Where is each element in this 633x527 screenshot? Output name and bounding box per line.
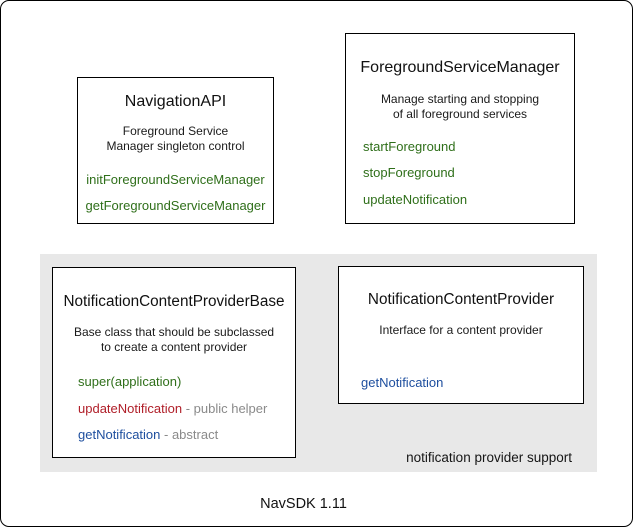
sdk-version-label: NavSDK 1.11 bbox=[260, 496, 347, 512]
method-label: getNotification bbox=[78, 427, 161, 442]
box-title: ForegroundServiceManager bbox=[360, 59, 560, 76]
box-description: Foreground Service Manager singleton con… bbox=[106, 124, 245, 153]
method-label: updateNotification bbox=[78, 401, 183, 416]
method-get-notification: getNotification bbox=[339, 375, 583, 391]
method-label: getNotification bbox=[361, 375, 444, 390]
panel-caption: notification provider support bbox=[406, 450, 572, 465]
box-title: NavigationAPI bbox=[124, 93, 227, 110]
method-label: stopForeground bbox=[363, 165, 455, 180]
method-suffix: - abstract bbox=[160, 427, 219, 442]
method-label: initForegroundServiceManager bbox=[86, 172, 265, 187]
method-update-notification: updateNotification - public helper bbox=[53, 401, 295, 417]
method-suffix: - public helper bbox=[182, 401, 268, 416]
class-box-notification-content-provider-base: NotificationContentProviderBase Base cla… bbox=[52, 267, 296, 458]
method-label: getForegroundServiceManager bbox=[85, 198, 266, 213]
class-box-foreground-service-manager: ForegroundServiceManager Manage starting… bbox=[345, 33, 575, 224]
box-description: Base class that should be subclassed to … bbox=[73, 325, 275, 354]
method-stop-foreground: stopForeground bbox=[346, 165, 574, 181]
box-description: Interface for a content provider bbox=[379, 323, 543, 337]
method-get-notification: getNotification - abstract bbox=[53, 427, 295, 443]
box-title: NotificationContentProviderBase bbox=[63, 293, 285, 310]
method-label: startForeground bbox=[363, 139, 456, 154]
box-title: NotificationContentProvider bbox=[367, 291, 555, 308]
method-start-foreground: startForeground bbox=[346, 139, 574, 155]
method-super-application: super(application) bbox=[53, 374, 295, 390]
method-label: super(application) bbox=[78, 374, 182, 389]
method-get-foreground-service-manager: getForegroundServiceManager bbox=[78, 198, 273, 214]
class-box-notification-content-provider: NotificationContentProvider Interface fo… bbox=[338, 266, 584, 404]
method-label: updateNotification bbox=[363, 192, 468, 207]
method-update-notification: updateNotification bbox=[346, 192, 574, 208]
box-description: Manage starting and stopping of all fore… bbox=[380, 92, 540, 121]
method-init-foreground-service-manager: initForegroundServiceManager bbox=[78, 172, 273, 188]
class-box-navigation-api: NavigationAPI Foreground Service Manager… bbox=[77, 77, 274, 224]
